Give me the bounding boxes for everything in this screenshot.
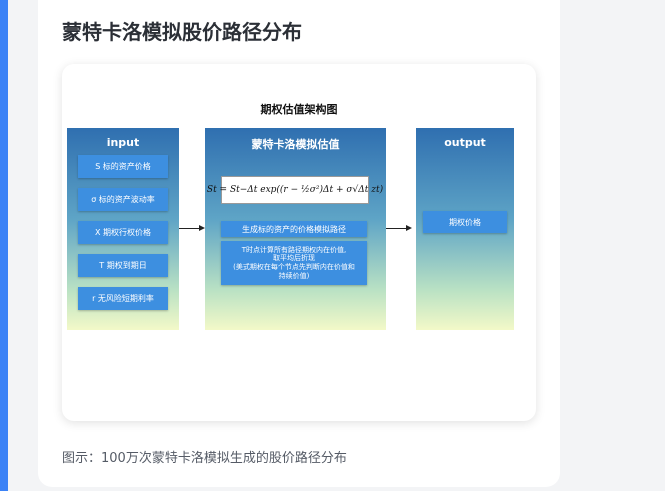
step-discount-average: T时点计算所有路径期权内在价值, 取平均后折现 (美式期权在每个节点先判断内在价…: [221, 241, 367, 285]
diagram-figure: 期权估值架构图 input S 标的资产价格 σ 标的资产波动率 X 期权行权价…: [62, 64, 536, 421]
input-panel: input S 标的资产价格 σ 标的资产波动率 X 期权行权价格 T 期权到期…: [67, 128, 179, 330]
page-title: 蒙特卡洛模拟股价路径分布: [62, 20, 302, 44]
figure-caption: 图示：100万次蒙特卡洛模拟生成的股价路径分布: [62, 451, 347, 466]
input-item-risk-free-rate: r 无风险短期利率: [78, 287, 168, 310]
step-line-3: (美式期权在每个节点先判断内在价值和: [233, 263, 355, 271]
arrow-head-model-to-output: [406, 225, 412, 231]
output-item-option-price: 期权价格: [423, 211, 507, 233]
output-panel-title: output: [444, 136, 486, 149]
input-item-volatility: σ 标的资产波动率: [78, 188, 168, 211]
arrow-head-input-to-model: [199, 225, 205, 231]
model-panel: 蒙特卡洛模拟估值 St = St−Δt exp((r − ½σ²)Δt + σ√…: [205, 128, 386, 330]
step-generate-paths: 生成标的资产的价格模拟路径: [221, 221, 367, 237]
step-line-2: 取平均后折现: [273, 254, 315, 263]
step-line-1: T时点计算所有路径期权内在价值,: [241, 245, 347, 254]
diagram-title: 期权估值架构图: [260, 103, 338, 116]
input-item-strike-price: X 期权行权价格: [78, 221, 168, 244]
content-card: 蒙特卡洛模拟股价路径分布 期权估值架构图 input S 标的资产价格 σ 标的…: [38, 0, 560, 487]
output-panel: output 期权价格: [416, 128, 514, 330]
input-item-expiry: T 期权到期日: [78, 254, 168, 277]
arrow-model-to-output: [386, 228, 406, 229]
input-item-stock-price: S 标的资产价格: [78, 155, 168, 178]
accent-bar: [0, 0, 8, 491]
model-panel-title: 蒙特卡洛模拟估值: [251, 138, 340, 151]
step-line-4: 持续价值): [278, 271, 310, 280]
gbm-formula: St = St−Δt exp((r − ½σ²)Δt + σ√Δt zt): [207, 176, 383, 204]
arrow-input-to-model: [179, 228, 199, 229]
input-panel-title: input: [106, 136, 140, 149]
